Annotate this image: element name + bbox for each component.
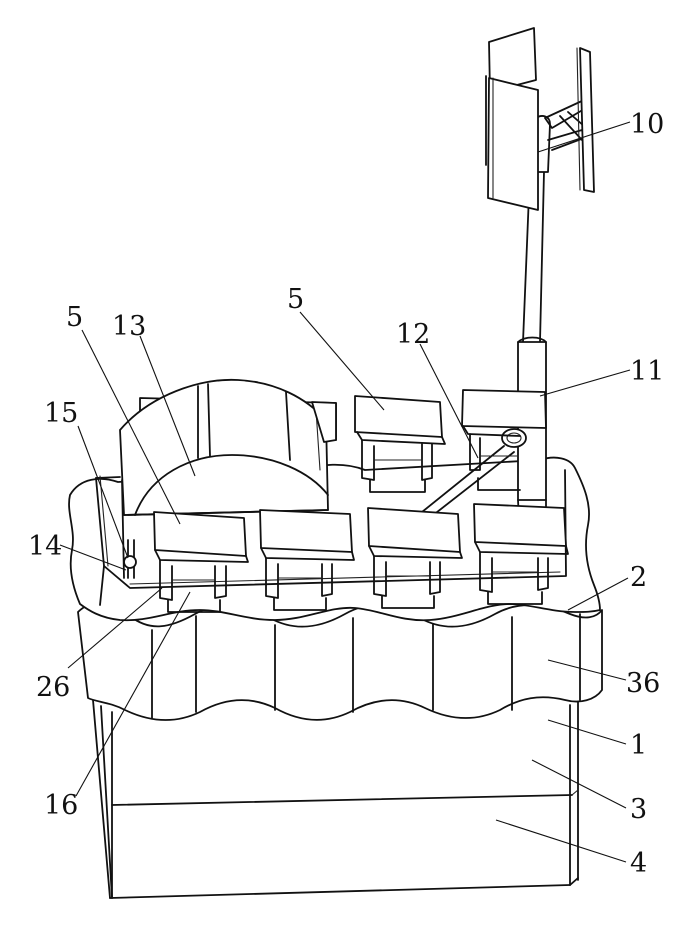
label-2: 2 — [630, 562, 647, 593]
label-10: 10 — [630, 109, 664, 140]
label-5-left: 5 — [66, 302, 83, 333]
label-11: 11 — [630, 356, 664, 387]
wavy-panel — [78, 603, 602, 720]
label-36: 36 — [626, 668, 660, 699]
label-16: 16 — [44, 790, 78, 821]
label-3: 3 — [630, 794, 647, 825]
label-14: 14 — [28, 531, 62, 562]
label-15: 15 — [44, 398, 78, 429]
label-1: 1 — [630, 730, 647, 761]
label-5-center: 5 — [287, 284, 304, 315]
label-12: 12 — [396, 319, 430, 350]
label-13: 13 — [112, 311, 146, 342]
dome-housing — [120, 380, 336, 515]
label-26: 26 — [36, 672, 70, 703]
label-4: 4 — [630, 848, 647, 879]
